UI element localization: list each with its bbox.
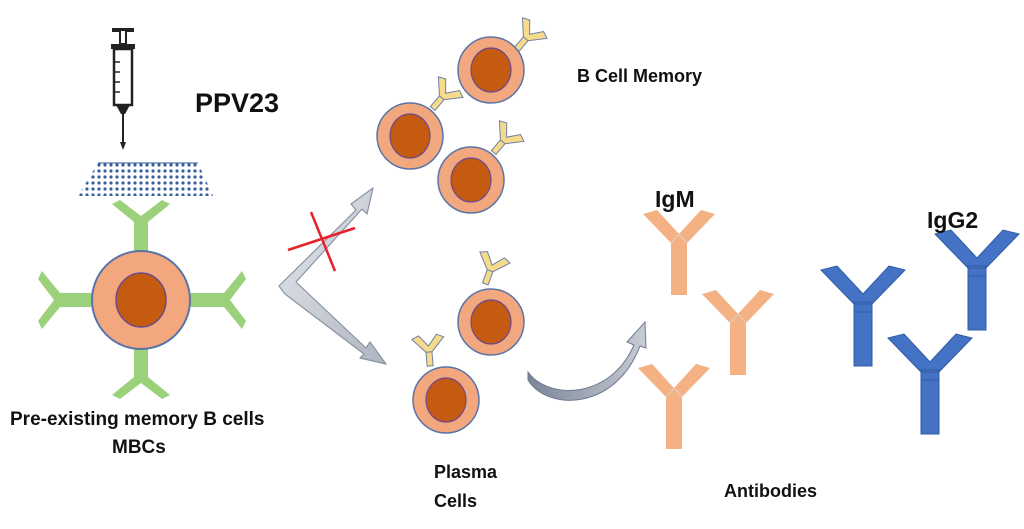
mbcs-label: MBCs (112, 437, 166, 458)
red-x-icon (287, 211, 356, 272)
receptor-right (186, 271, 246, 329)
igm-antibody-3 (637, 363, 711, 450)
memory-b-cell-1 (457, 15, 550, 104)
igm-antibody-2 (701, 289, 775, 376)
vaccine-label: PPV23 (195, 88, 280, 118)
plasma-cells-label-line2: Cells (434, 491, 478, 511)
igg2-antibody-2 (934, 229, 1020, 331)
branch-arrow (278, 187, 387, 365)
igg2-antibody-1 (820, 265, 906, 367)
plasma-cells-label-line1: Plasma (434, 462, 498, 482)
pre-existing-memory-b-cell (38, 200, 246, 399)
polysaccharide-grid-icon (78, 162, 213, 196)
igm-antibody-1 (642, 209, 716, 296)
plasma-cell-2 (411, 333, 480, 434)
igg2-label: IgG2 (927, 207, 979, 233)
memory-b-label: B Cell Memory (577, 66, 703, 86)
pre-existing-label: Pre-existing memory B cells (10, 409, 265, 430)
receptor-left (38, 271, 98, 329)
syringe-icon (111, 28, 135, 150)
memory-b-cell-3 (437, 118, 527, 214)
plasma-cell-1 (457, 248, 525, 356)
igg2-antibody-3 (887, 333, 973, 435)
curved-arrow (527, 320, 647, 401)
antibodies-label: Antibodies (724, 481, 817, 501)
igm-label: IgM (655, 186, 695, 212)
